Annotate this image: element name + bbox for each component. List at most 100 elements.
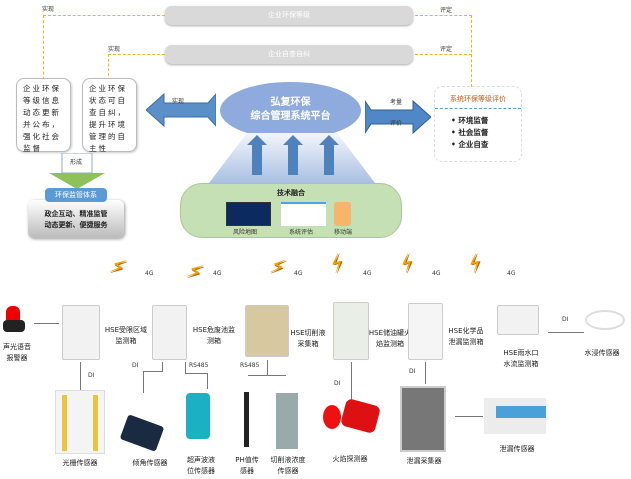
flame-detector-body [339, 397, 382, 435]
arrow-line [162, 362, 163, 372]
leak-collector [400, 386, 446, 452]
protocol-label: RS485 [189, 362, 209, 369]
hse-box-6[interactable] [497, 305, 539, 335]
hse-box-3-label: HSE切削液采集箱 [290, 329, 326, 348]
protocol-label: DI [88, 372, 95, 379]
grating-label: 光栅传感器 [62, 459, 98, 467]
ultrasonic-sensor [186, 393, 210, 439]
cutting-label: 切削液浓度传感器 [270, 456, 306, 475]
support-trapezoid [209, 133, 375, 183]
eval-item-text: 环境监督 [458, 116, 489, 125]
tilt-sensor [119, 414, 165, 452]
4g-label: 4G [432, 270, 441, 277]
up-arrow [247, 135, 267, 175]
collector-label: 泄漏采集器 [406, 457, 442, 465]
supervision-title: 环保监管体系 [45, 188, 107, 202]
arrow-line [207, 373, 208, 389]
leak-sensor [484, 398, 546, 434]
wireless-bolt-icon: ⚡ [183, 258, 207, 287]
evaluation-title: 系统环保等级评价 [450, 95, 506, 103]
arrow-line [351, 362, 352, 402]
water-sensor-cable [585, 310, 625, 330]
arrow-line [548, 332, 584, 333]
leak-label: 泄漏传感器 [499, 445, 535, 453]
4g-label: 4G [213, 270, 222, 277]
leak-strip [496, 406, 546, 418]
wireless-bolt-icon: ⚡ [106, 253, 130, 282]
grating-bar [62, 395, 67, 451]
label-realize: 实现 [108, 46, 121, 53]
protocol-label: DI [409, 368, 416, 375]
risk-map-thumbnail[interactable] [226, 202, 271, 226]
tech-fusion-panel: 技术融合 风险地图 系统评估 移动端 [180, 183, 402, 238]
alarm-label: 声光语音报警器 [3, 343, 31, 362]
arrow-line [267, 360, 268, 375]
arrow-line [455, 416, 483, 417]
eval-item: • 环境监督 [451, 116, 489, 125]
system-eval-thumbnail[interactable] [281, 202, 326, 226]
wireless-bolt-icon: ⚡ [324, 249, 351, 280]
hse-box-4[interactable] [333, 302, 369, 360]
tilt-label: 倾角传感器 [132, 459, 168, 467]
water-sensor-label: 水浸传感器 [584, 349, 620, 357]
label-realize: 实现 [172, 98, 185, 105]
supervision-line: 动态更新、便捷服务 [44, 221, 108, 229]
label-form: 形成 [70, 159, 83, 166]
eval-item: • 企业自查 [451, 140, 489, 149]
label-consider: 考量 [390, 99, 403, 106]
hse-box-2[interactable] [152, 305, 187, 360]
evaluation-panel: 系统环保等级评价 • 环境监督 • 社会监督 • 企业自查 [434, 86, 522, 162]
hse-box-1-label: HSE受限区域监测箱 [104, 326, 148, 345]
grating-bar [93, 395, 98, 451]
supervision-panel: 政企互动、精准监管 动态更新、便捷服务 [28, 200, 124, 238]
form-down-arrow [49, 153, 105, 189]
4g-label: 4G [363, 270, 372, 277]
enterprise-grade-bar[interactable]: 企业环保等级 [165, 6, 413, 25]
protocol-label: DI [334, 380, 341, 387]
mobile-thumbnail[interactable] [334, 202, 351, 226]
hse-box-3[interactable] [245, 305, 289, 357]
arrow-line [185, 362, 186, 374]
double-arrow-left [146, 92, 216, 128]
hse-box-5-label: HSE化学品泄漏监测箱 [448, 327, 484, 346]
wireless-bolt-icon: ⚡ [394, 249, 421, 280]
arrow-line [143, 371, 163, 372]
protocol-label: DI [562, 316, 569, 323]
alarm-base [3, 320, 25, 332]
arrow-line [425, 362, 426, 384]
wireless-bolt-icon: ⚡ [462, 249, 489, 280]
tech-title: 技术融合 [277, 189, 305, 197]
light-grating-sensor [55, 390, 105, 454]
4g-label: 4G [145, 270, 154, 277]
arrow-line [185, 373, 207, 374]
label-assess: 评定 [440, 7, 453, 14]
dash-arrow [435, 108, 521, 109]
eval-item: • 社会监督 [451, 128, 489, 137]
ph-sensor [244, 392, 249, 447]
dash-line [415, 54, 472, 55]
protocol-label: DI [132, 362, 139, 369]
alarm-light-icon [6, 306, 20, 320]
platform-ellipse: 弘复环保 综合管理系统平台 [220, 82, 361, 139]
tech-item: 系统评估 [289, 229, 314, 236]
arrow-line [80, 362, 81, 390]
dash-line [43, 15, 165, 90]
flame-label: 火焰探测器 [332, 455, 368, 463]
tech-item: 风险地图 [233, 229, 258, 236]
hse-box-5[interactable] [408, 303, 443, 360]
up-arrow [283, 135, 303, 175]
supervision-line: 政企互动、精准监管 [44, 210, 108, 218]
tech-item: 移动端 [334, 229, 353, 236]
arrow-line [34, 323, 59, 324]
arrow-line [143, 371, 144, 393]
hse-box-4-label: HSE储油罐火焰监测箱 [368, 329, 412, 348]
eval-item-text: 企业自查 [458, 140, 489, 149]
platform-title: 弘复环保 [270, 97, 311, 108]
arrow-line [248, 375, 286, 376]
label-evaluate: 评价 [390, 120, 403, 127]
label-assess: 评定 [440, 46, 453, 53]
hse-box-1[interactable] [62, 305, 100, 360]
hse-box-6-label: HSE雨水口水流监测箱 [503, 349, 539, 368]
4g-label: 4G [294, 270, 303, 277]
self-check-bar[interactable]: 企业自查自纠 [165, 45, 413, 64]
